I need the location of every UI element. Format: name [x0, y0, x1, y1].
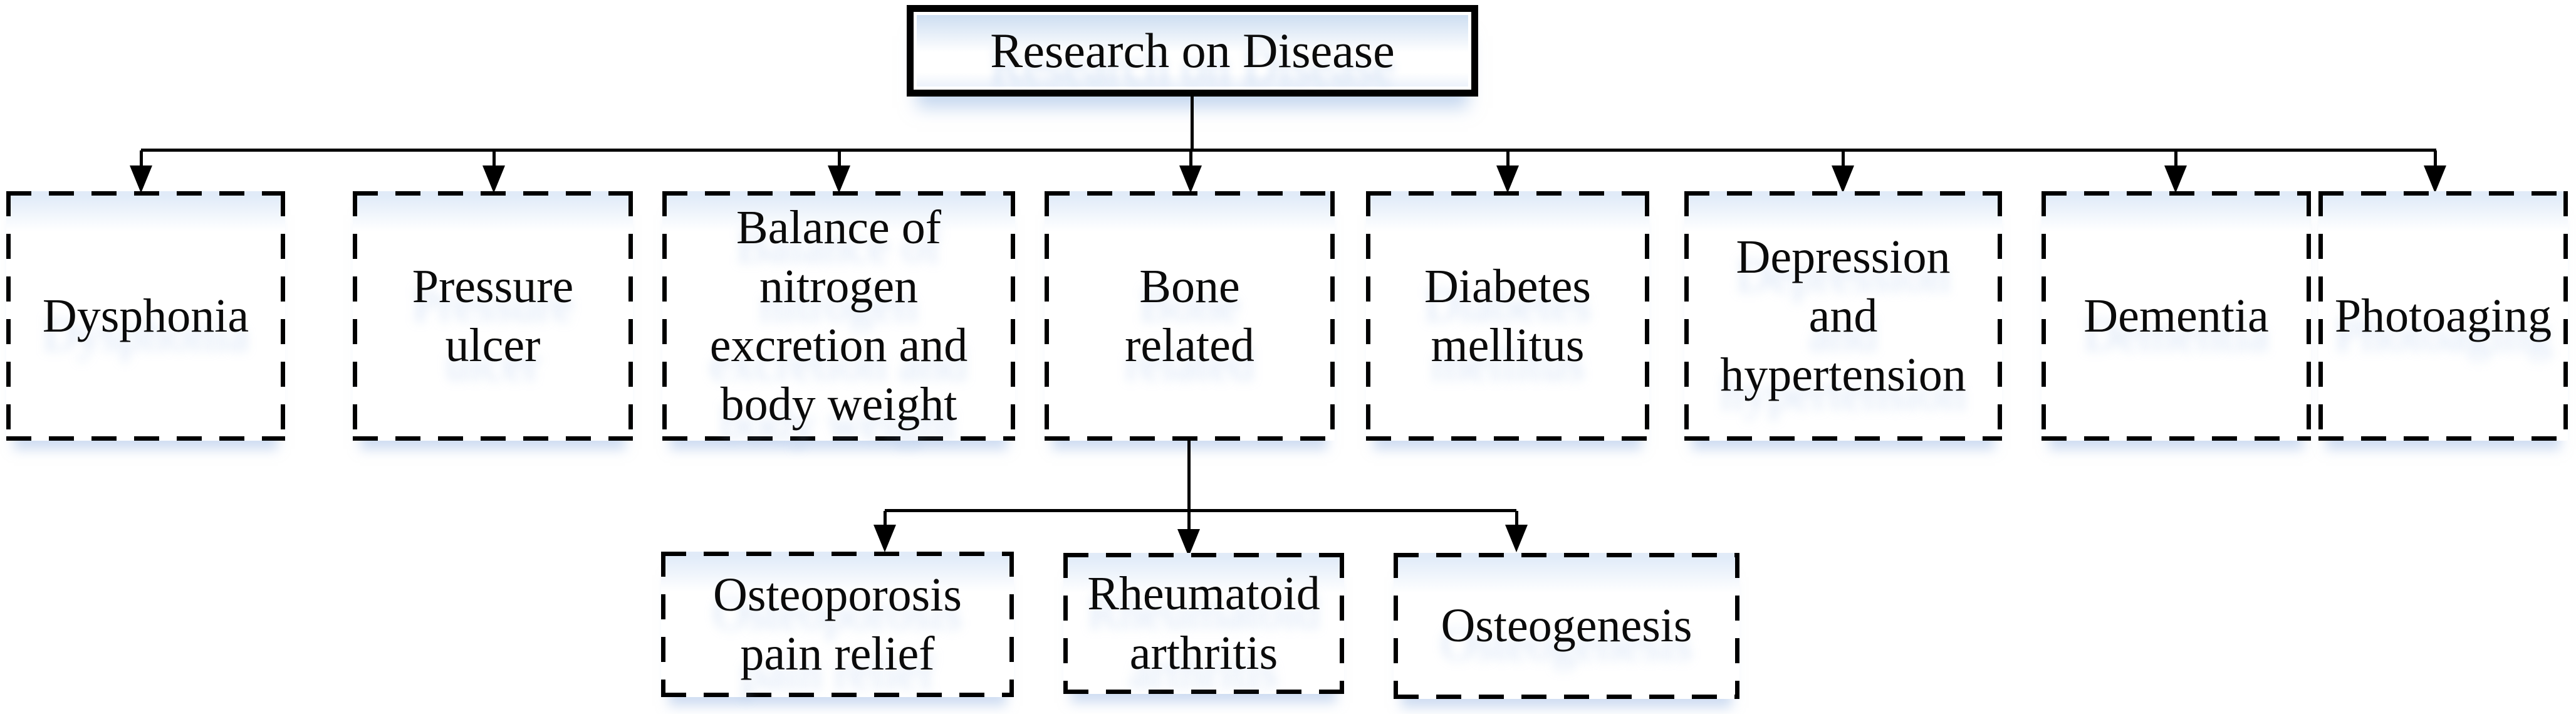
node-balance-nitrogen: Balance of nitrogen excretion and body w…: [662, 191, 1015, 441]
connector-bone-trunk: [1187, 441, 1191, 530]
node-pressure-ulcer: Pressure ulcer: [353, 191, 633, 441]
arrowhead-icon: [2164, 165, 2187, 193]
arrowhead-icon: [828, 165, 850, 193]
node-osteoporosis-pain-relief: Osteoporosis pain relief: [661, 552, 1014, 697]
arrow-down-diabetes: [1496, 150, 1519, 193]
arrow-down-dysphonia: [130, 150, 152, 193]
node-diabetes-mellitus: Diabetes mellitus: [1366, 191, 1649, 441]
arrowhead-icon: [873, 525, 896, 552]
arrowhead-icon: [1505, 525, 1528, 552]
arrowhead-icon: [1832, 165, 1854, 193]
arrowhead-icon: [482, 165, 505, 193]
node-label: Diabetes mellitus: [1424, 260, 1591, 372]
node-label: Research on Disease: [990, 23, 1395, 78]
node-label: Pressure ulcer: [412, 260, 574, 372]
arrow-down-rheumatoid: [1177, 529, 1200, 557]
node-photoaging: Photoaging: [2318, 191, 2568, 441]
connector-level2-bus: [885, 509, 1516, 512]
arrowhead-icon: [1496, 165, 1519, 193]
node-label: Depression and hypertension: [1720, 230, 1966, 402]
node-depression-hypertension: Depression and hypertension: [1684, 191, 2002, 441]
node-dementia: Dementia: [2042, 191, 2311, 441]
arrowhead-icon: [1177, 529, 1200, 557]
node-label: Balance of nitrogen excretion and body w…: [709, 201, 968, 431]
arrow-down-pressure: [482, 150, 505, 193]
node-label: Dementia: [2083, 289, 2269, 342]
node-bone-related: Bone related: [1045, 191, 1335, 441]
arrow-down-osteoporosis: [873, 511, 896, 552]
connector-root-trunk: [1191, 95, 1194, 150]
node-label: Photoaging: [2334, 289, 2552, 342]
node-osteogenesis: Osteogenesis: [1394, 553, 1739, 699]
node-label: Osteogenesis: [1441, 599, 1692, 653]
arrow-down-osteogenesis: [1505, 511, 1528, 552]
arrow-down-bone: [1179, 150, 1202, 193]
arrow-down-depression: [1832, 150, 1854, 193]
connector-level1-bus: [141, 149, 2436, 152]
node-label: Bone related: [1125, 260, 1254, 372]
arrow-down-balance: [828, 150, 850, 193]
node-label: Rheumatoid arthritis: [1087, 567, 1320, 680]
node-research-on-disease: Research on Disease: [907, 5, 1478, 97]
arrow-down-dementia: [2164, 150, 2187, 193]
arrowhead-icon: [2424, 165, 2446, 193]
node-rheumatoid-arthritis: Rheumatoid arthritis: [1063, 553, 1344, 694]
arrowhead-icon: [1179, 165, 1202, 193]
node-label: Osteoporosis pain relief: [713, 568, 962, 680]
node-dysphonia: Dysphonia: [6, 191, 285, 441]
arrowhead-icon: [130, 165, 152, 193]
node-label: Dysphonia: [42, 289, 249, 342]
arrow-down-photoaging: [2424, 150, 2446, 193]
